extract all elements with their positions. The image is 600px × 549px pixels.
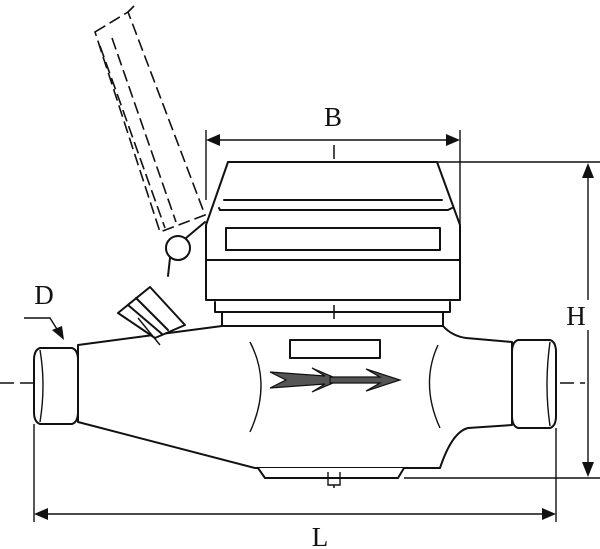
dimension-b: B	[205, 102, 461, 300]
lid-hinge	[165, 235, 191, 261]
dimension-label-l: L	[312, 522, 329, 549]
open-lid-outline	[94, 5, 207, 277]
name-plate	[289, 339, 381, 359]
right-connection	[511, 339, 557, 429]
register-head	[205, 161, 461, 329]
dimension-label-h: H	[566, 301, 586, 331]
flow-direction-arrow	[269, 367, 402, 393]
dimension-d: D	[24, 280, 64, 340]
side-outlet	[117, 286, 186, 346]
dimension-label-d: D	[34, 280, 54, 310]
meter-body	[77, 325, 513, 486]
left-connection	[33, 347, 79, 425]
dimension-label-b: B	[324, 102, 342, 132]
dimension-l: L	[33, 424, 557, 549]
dimension-h: H	[404, 161, 600, 479]
